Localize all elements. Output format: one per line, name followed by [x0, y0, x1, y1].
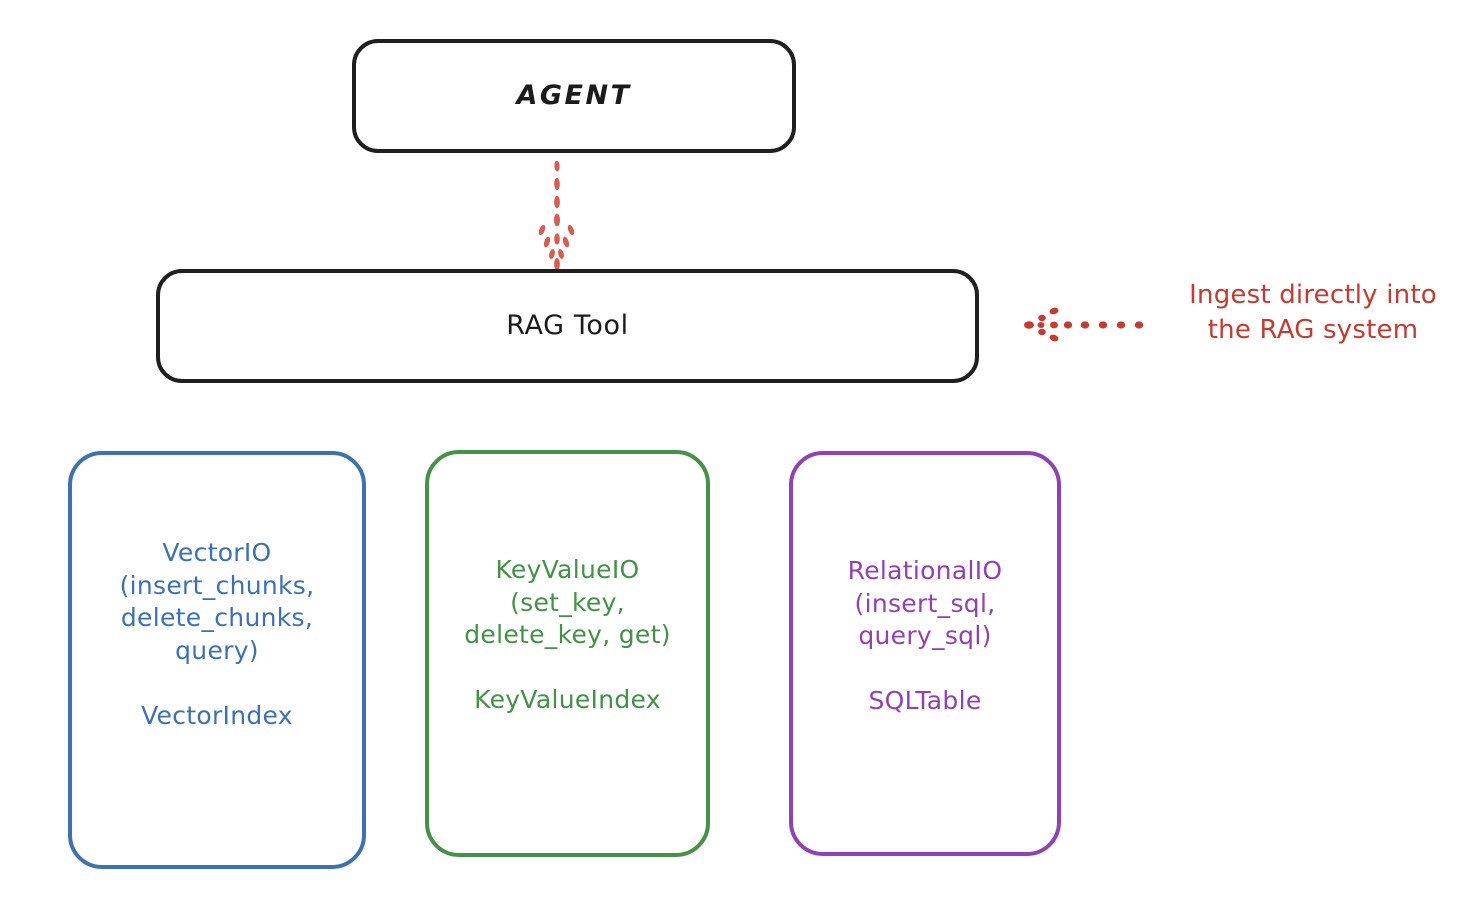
node-rag-tool-label: RAG Tool — [506, 310, 629, 342]
node-key-value-io[interactable]: KeyValueIO (set_key, delete_key, get) Ke… — [425, 450, 710, 857]
node-relational-io[interactable]: RelationalIO (insert_sql, query_sql) SQL… — [789, 451, 1061, 856]
ingest-arrow-icon — [1024, 307, 1144, 342]
node-relational-io-label: RelationalIO (insert_sql, query_sql) SQL… — [847, 556, 1003, 715]
node-key-value-io-label: KeyValueIO (set_key, delete_key, get) Ke… — [464, 555, 671, 714]
node-rag-tool[interactable]: RAG Tool — [156, 269, 979, 383]
node-agent[interactable]: AGENT — [352, 39, 796, 153]
node-vector-io[interactable]: VectorIO (insert_chunks, delete_chunks, … — [68, 451, 366, 869]
node-vector-io-label: VectorIO (insert_chunks, delete_chunks, … — [119, 538, 315, 730]
ingest-annotation-text: Ingest directly into the RAG system — [1189, 280, 1437, 345]
node-agent-label: AGENT — [516, 80, 632, 112]
agent-to-rag-tool-arrow-icon — [538, 160, 575, 270]
